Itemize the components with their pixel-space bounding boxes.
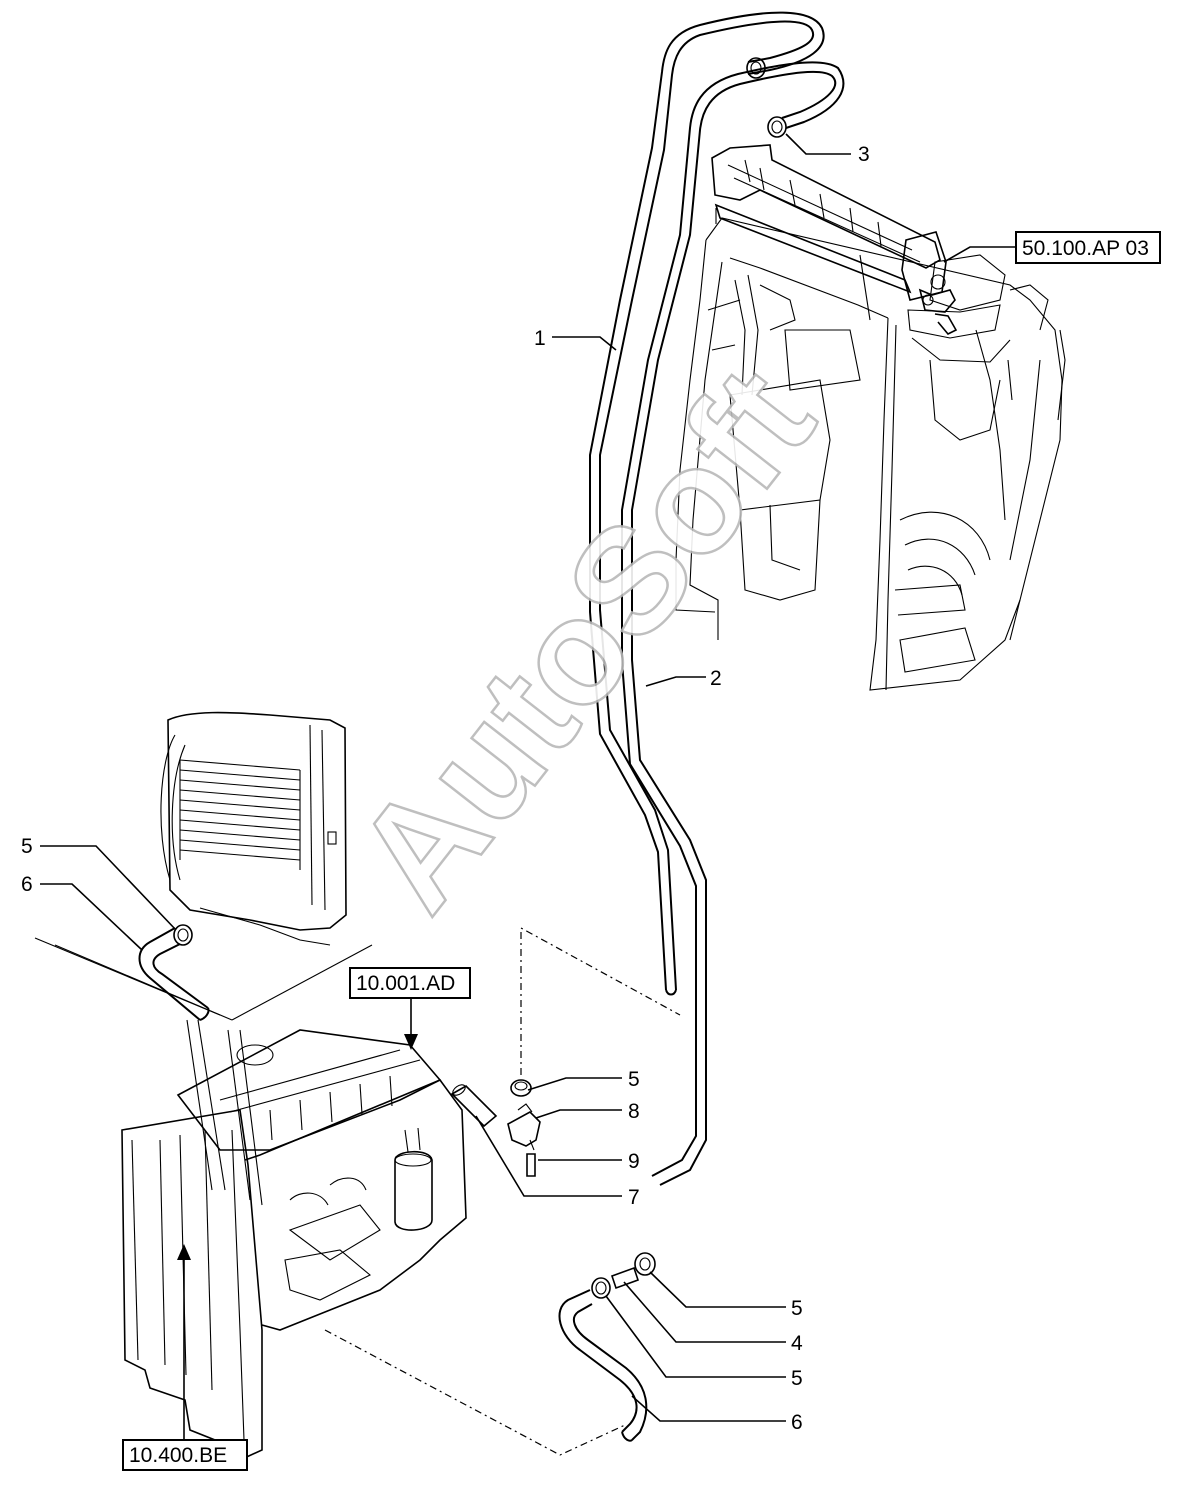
hose-clamp-5-lower-a	[634, 1252, 656, 1276]
callout-5-lower-a: 5	[791, 1297, 803, 1320]
reference-engine[interactable]: 10.001.AD	[349, 967, 471, 999]
hose-clamp-5-mid	[510, 1079, 532, 1097]
callout-5-lower-b: 5	[791, 1367, 803, 1390]
callout-6-lower: 6	[791, 1411, 803, 1434]
leader-lines	[40, 133, 1016, 1440]
reference-heater-assembly-label: 50.100.AP 03	[1022, 237, 1149, 260]
pipe-9	[526, 1153, 536, 1177]
callout-8: 8	[628, 1100, 640, 1123]
hose-clamp-5-left	[173, 924, 193, 946]
callout-7: 7	[628, 1186, 640, 1209]
cab-illustration	[675, 217, 1066, 691]
engine-illustration	[34, 937, 467, 1461]
hose-clamp-3	[767, 116, 787, 138]
reference-radiator[interactable]: 10.400.BE	[122, 1439, 248, 1471]
reference-radiator-label: 10.400.BE	[129, 1444, 227, 1467]
callout-4: 4	[791, 1332, 803, 1355]
callout-5-left: 5	[21, 835, 33, 858]
callout-2: 2	[710, 667, 722, 690]
callout-1: 1	[534, 327, 546, 350]
tee-fitting-8	[507, 1103, 541, 1151]
callout-labels: 1 2 3 5 6 5 8 9 7 5 4 5 6	[21, 143, 870, 1434]
callout-5-mid: 5	[628, 1068, 640, 1091]
hose-clamp-5-lower-b	[591, 1277, 611, 1299]
reference-heater-assembly[interactable]: 50.100.AP 03	[1015, 231, 1161, 264]
heater-core-illustration	[711, 144, 958, 335]
callout-6-left: 6	[21, 873, 33, 896]
reference-engine-label: 10.001.AD	[356, 972, 455, 995]
assembly-guide-lines	[324, 926, 681, 1456]
lower-hose-6	[558, 1289, 648, 1442]
watermark-text: AutoSoft	[323, 337, 845, 939]
callout-3: 3	[858, 143, 870, 166]
hose-7	[450, 1084, 498, 1128]
heater-hose-1	[589, 11, 825, 996]
callout-9: 9	[628, 1150, 640, 1173]
radiator-fan-shroud-illustration	[160, 711, 347, 946]
hose-clamp-upper-a	[746, 57, 766, 79]
connector-4	[610, 1266, 640, 1290]
lower-left-hose-6	[138, 927, 210, 1021]
